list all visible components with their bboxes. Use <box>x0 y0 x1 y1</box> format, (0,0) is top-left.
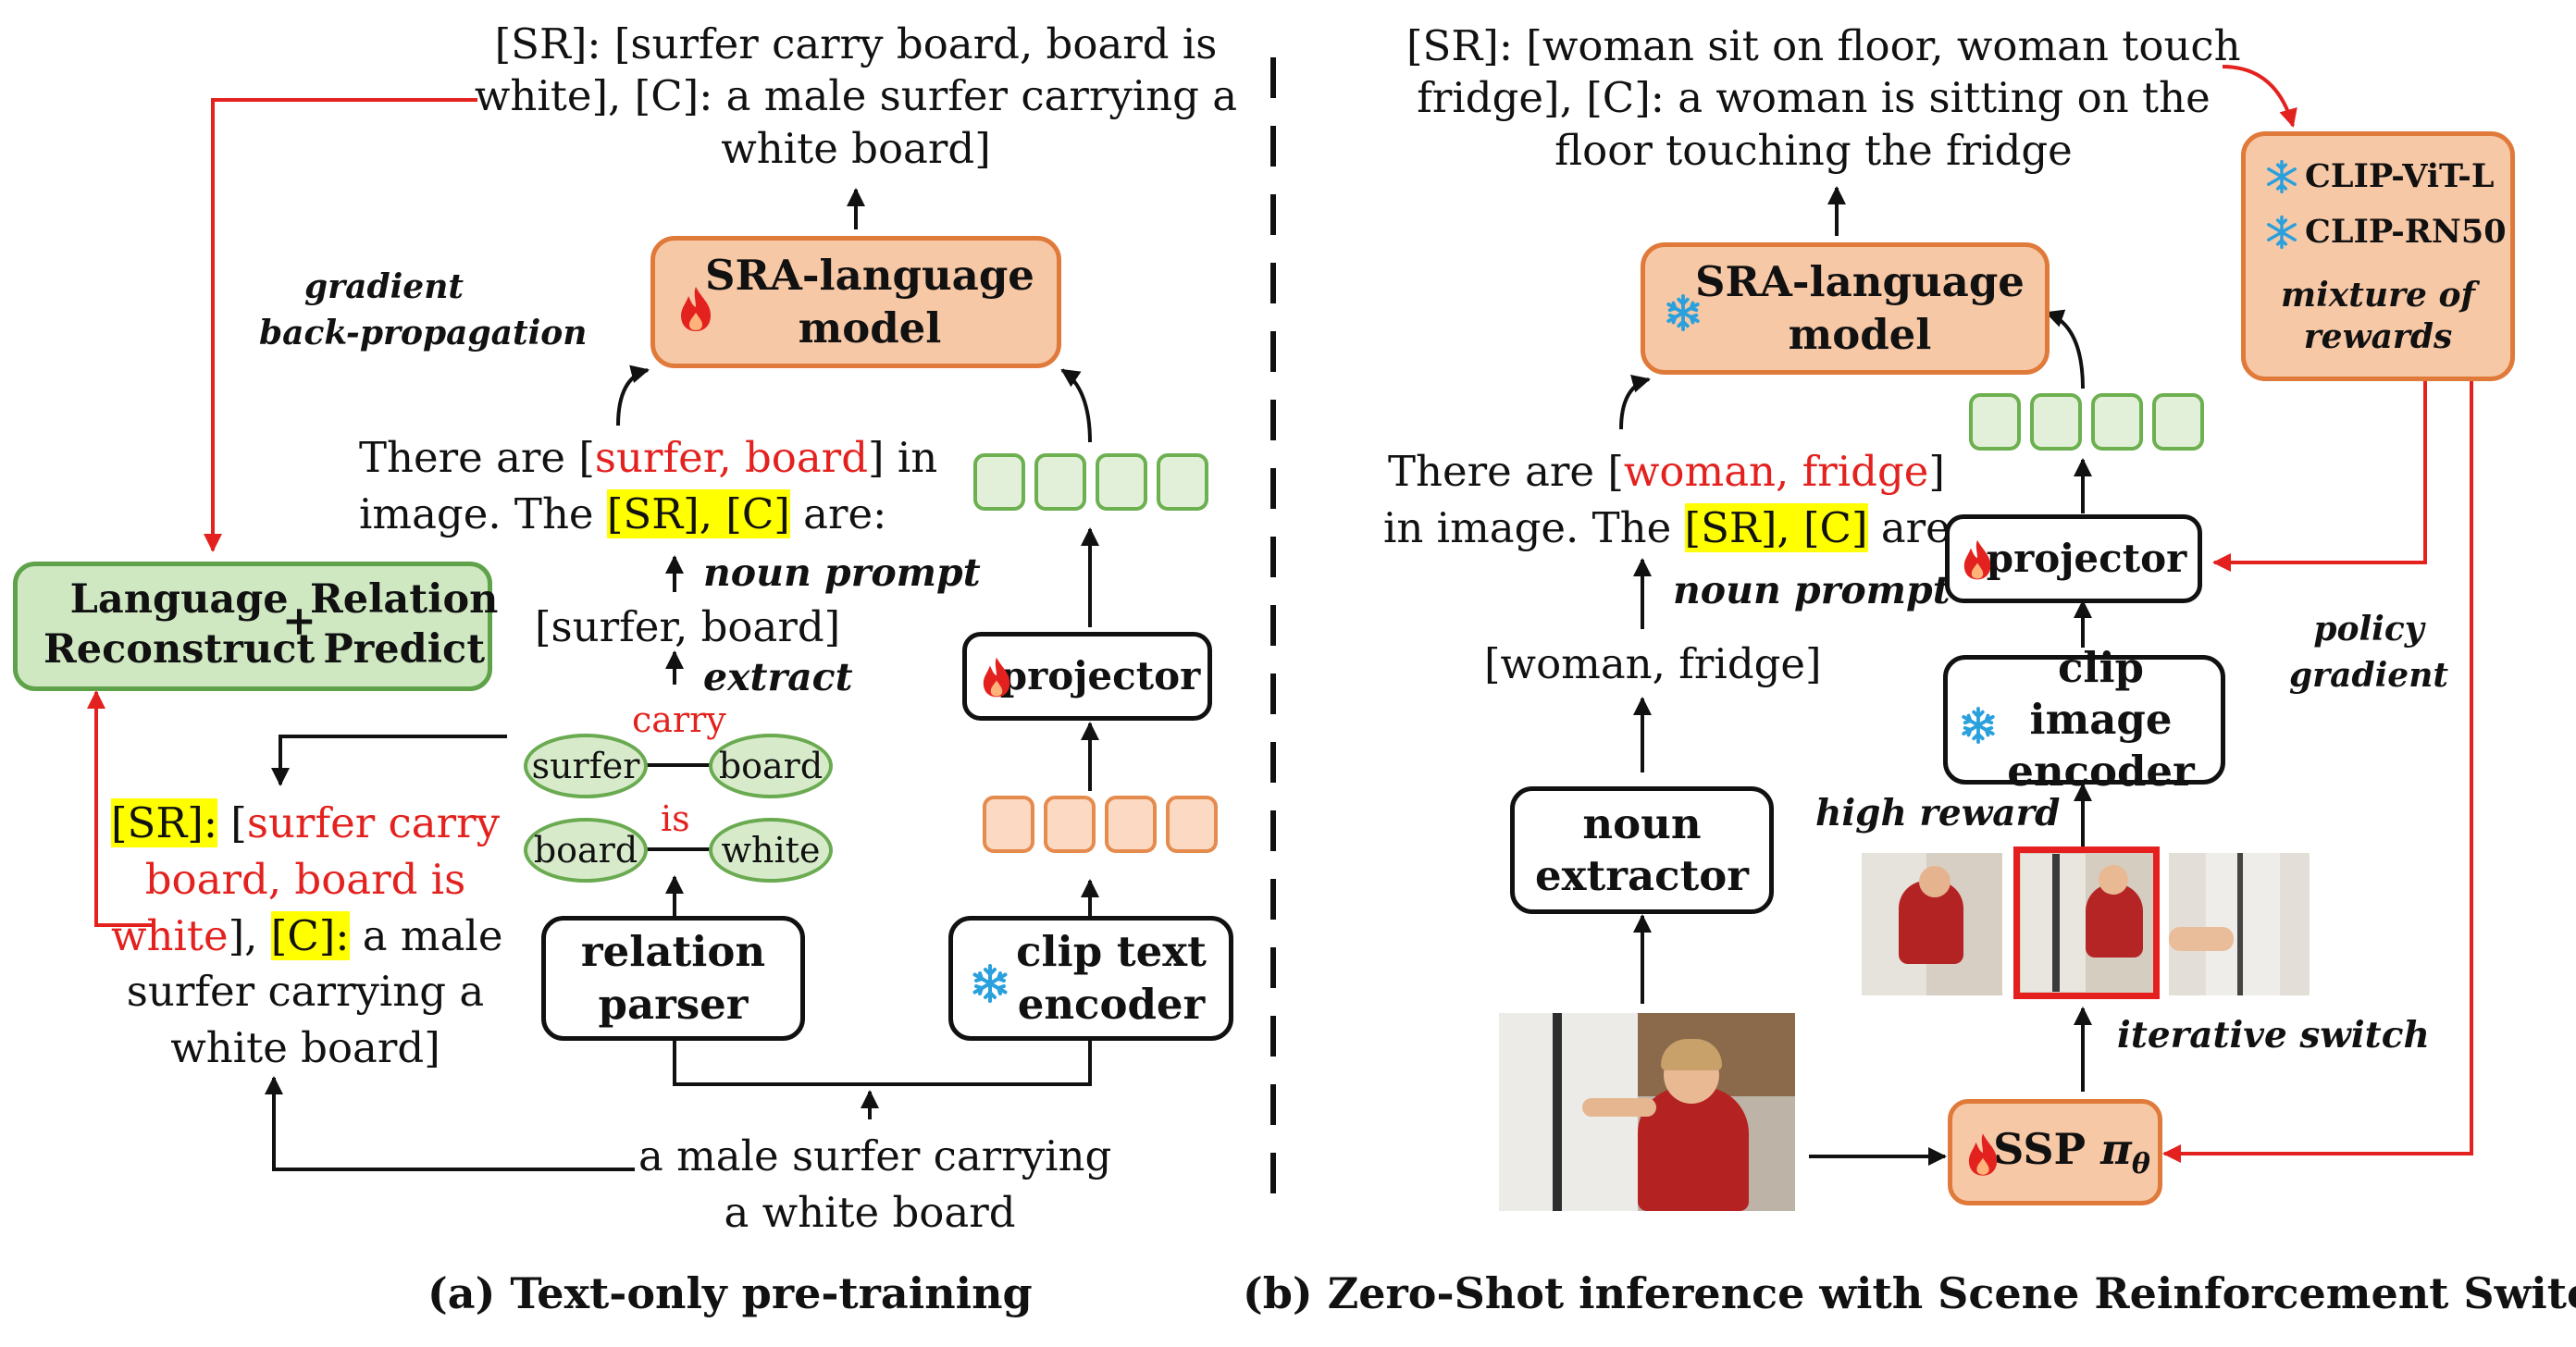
snowflake-icon <box>2267 159 2297 194</box>
b-panel-title: (b) Zero-Shot inference with Scene Reinf… <box>1243 1268 2576 1318</box>
b-output-text: [SR]: [woman sit on floor, woman touch f… <box>1406 21 2241 175</box>
a-loss-box: Language Reconstruct + Relation Predict <box>13 562 498 691</box>
graph-node-board-2: board <box>524 818 648 883</box>
b-green-token-4 <box>2152 393 2204 451</box>
fire-icon <box>983 657 1010 698</box>
b-green-token-2 <box>2030 393 2082 451</box>
a-orange-token-1 <box>983 796 1034 853</box>
a-prompt-text: There are [surfer, board] in image. The … <box>359 433 938 538</box>
b-iterative-switch-label: iterative switch <box>2117 1014 2430 1057</box>
snowflake-icon <box>1962 706 1995 745</box>
fire-icon <box>1968 1133 1998 1176</box>
b-green-token-1 <box>1969 393 2021 451</box>
crop-image-left <box>1862 853 2002 995</box>
b-noun-list: [woman, fridge] <box>1484 639 1822 688</box>
graph-edge-is: is <box>661 798 690 839</box>
a-projector: projector <box>962 632 1212 721</box>
b-clip-vit-l: CLIP-ViT-L <box>2264 156 2494 197</box>
a-panel-title: (a) Text-only pre-training <box>427 1268 1033 1318</box>
b-projector: projector <box>1945 514 2202 603</box>
a-green-token-4 <box>1157 453 1208 511</box>
b-noun-prompt-label: noun prompt <box>1673 568 1951 612</box>
a-gradient-label: gradient back-propagation <box>259 267 588 353</box>
fire-icon <box>1963 539 1991 580</box>
graph-node-white: white <box>709 818 833 883</box>
input-image <box>1499 1013 1795 1211</box>
a-orange-token-3 <box>1105 796 1157 853</box>
b-rewards-box: CLIP-ViT-L CLIP-RN50 mixture of rewards <box>2241 131 2515 381</box>
graph-edge-carry: carry <box>632 699 726 740</box>
a-green-token-2 <box>1034 453 1086 511</box>
a-output-text: [SR]: [surfer carry board, board is whit… <box>474 19 1238 173</box>
graph-node-board: board <box>709 734 833 798</box>
a-orange-token-4 <box>1166 796 1218 853</box>
b-mixture-label: mixture of rewards <box>2281 276 2475 356</box>
b-prompt-text: There are [woman, fridge] in image. The … <box>1383 447 1964 552</box>
a-orange-token-2 <box>1044 796 1096 853</box>
fire-icon <box>681 287 711 331</box>
snowflake-icon <box>1666 293 1700 332</box>
b-ssp-policy: SSP πθ <box>1948 1099 2162 1205</box>
graph-node-surfer: surfer <box>524 734 648 798</box>
b-high-reward-label: high reward <box>1815 792 2061 834</box>
a-noun-list: [surfer, board] <box>535 602 841 651</box>
b-policy-gradient-label: policy gradient <box>2288 610 2449 696</box>
a-noun-prompt-label: noun prompt <box>703 550 981 595</box>
snowflake-icon <box>972 964 1008 1003</box>
b-clip-rn50: CLIP-RN50 <box>2264 212 2507 253</box>
a-target-text: [SR]: [surfer carry board, board is whit… <box>111 798 503 1072</box>
crop-image-high-reward <box>2013 847 2160 999</box>
crop-image-right <box>2169 853 2310 995</box>
a-extract-label: extract <box>703 655 853 699</box>
snowflake-icon <box>2267 215 2297 250</box>
a-green-token-3 <box>1096 453 1147 511</box>
a-input-caption: a male surfer carrying a white board <box>638 1131 1112 1237</box>
b-green-token-3 <box>2091 393 2143 451</box>
a-green-token-1 <box>973 453 1025 511</box>
a-sra-language-model: SRA-language model <box>650 236 1061 368</box>
